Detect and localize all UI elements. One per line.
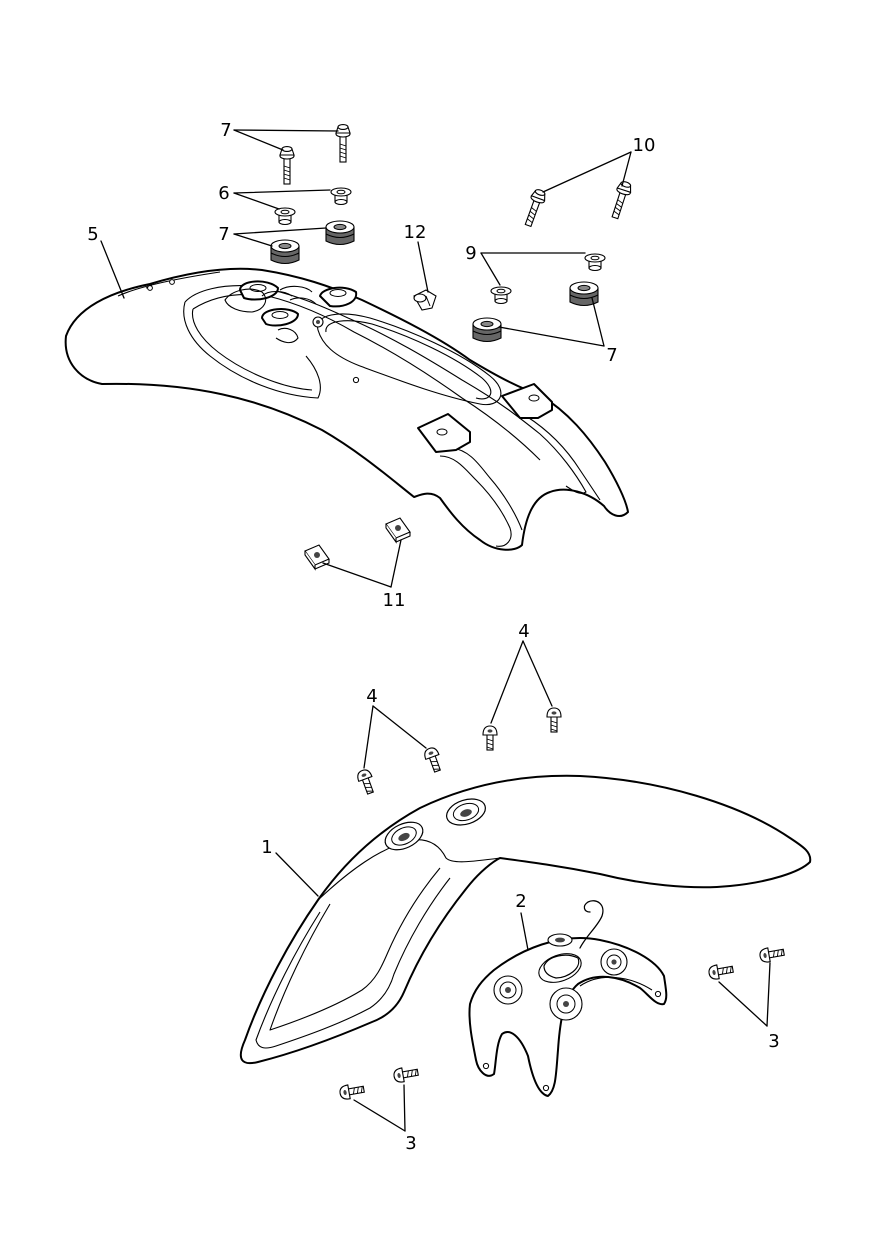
bolt-10-right — [607, 179, 634, 221]
screw-4-a — [482, 725, 498, 751]
callout-labels: 7 6 7 5 12 10 9 7 11 4 4 1 2 3 3 — [87, 120, 779, 1154]
spacer-6-right — [330, 187, 352, 206]
rear-mudguard — [64, 267, 629, 551]
screw-4-b — [546, 707, 562, 733]
screw-3-b — [758, 944, 786, 964]
leader-lines — [100, 129, 771, 1132]
grommet-7-upper — [569, 281, 599, 307]
screw-3-d — [392, 1064, 420, 1084]
callout-8: 7 — [220, 120, 231, 141]
grommet-7-right — [325, 220, 355, 246]
callout-9: 9 — [465, 243, 476, 264]
callout-11: 11 — [383, 590, 406, 611]
callout-7-top: 7 — [218, 224, 229, 245]
callout-4-right: 4 — [518, 621, 529, 642]
callout-1: 1 — [261, 837, 272, 858]
front-mudguard — [239, 774, 812, 1065]
callout-3-bottom: 3 — [405, 1133, 416, 1154]
screw-4-d — [355, 767, 378, 796]
callout-6: 6 — [218, 183, 229, 204]
callout-5: 5 — [87, 224, 98, 245]
bolt-10-left — [520, 187, 549, 229]
bolt-8-right — [335, 124, 351, 163]
callout-3-right: 3 — [768, 1031, 779, 1052]
screw-3-a — [707, 961, 735, 981]
grommet-7-left — [270, 239, 300, 265]
callout-7-right: 7 — [606, 345, 617, 366]
screw-4-c — [422, 745, 445, 774]
clip-11-left — [304, 544, 330, 570]
callout-2: 2 — [515, 891, 526, 912]
spacer-9-left — [490, 286, 512, 305]
clip-11-right — [385, 517, 411, 543]
callout-12: 12 — [404, 222, 427, 243]
callout-4-left: 4 — [366, 686, 377, 707]
callout-10: 10 — [633, 135, 656, 156]
grommet-7-lower — [472, 317, 502, 343]
spacer-6-left — [274, 207, 296, 226]
plug-12 — [413, 289, 437, 311]
bolt-8-left — [279, 146, 295, 185]
screw-3-c — [338, 1081, 366, 1101]
mudguard-bracket — [468, 900, 668, 1097]
spacer-9-right — [584, 253, 606, 272]
